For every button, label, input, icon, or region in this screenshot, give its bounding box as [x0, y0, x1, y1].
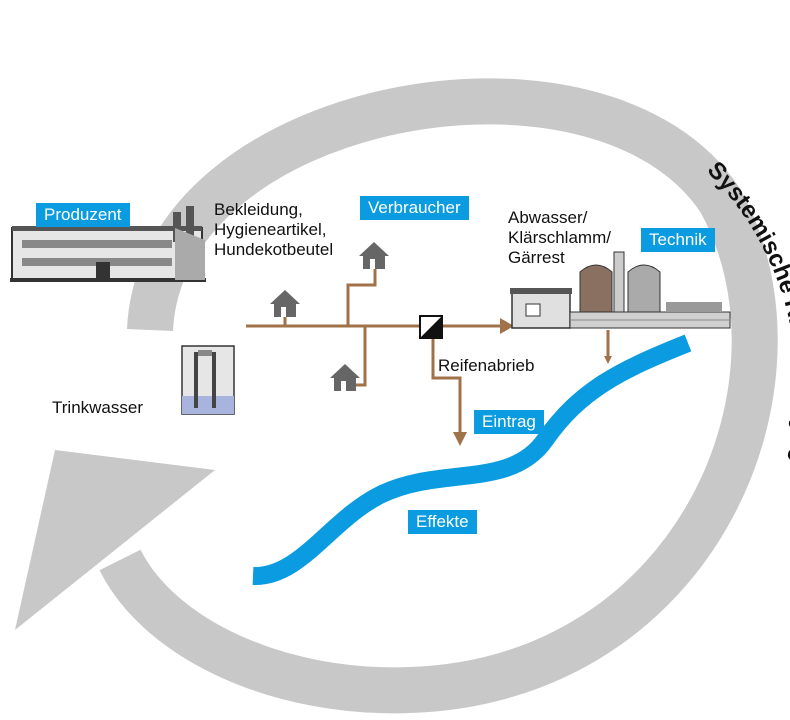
tag-technik: Technik: [641, 228, 715, 252]
treatment-plant-icon: [510, 251, 731, 329]
label-wastewater-line2: Klärschlamm/: [508, 228, 611, 247]
label-products-line2: Hygieneartikel,: [214, 220, 327, 239]
river: [252, 334, 692, 585]
well-icon: [181, 345, 235, 415]
tag-produzent: Produzent: [36, 203, 130, 227]
label-products-line1: Bekleidung,: [214, 200, 303, 219]
label-reifenabrieb: Reifenabrieb: [438, 356, 535, 375]
label-wastewater: Abwasser/ Klärschlamm/ Gärrest: [508, 208, 611, 268]
flow-network: [246, 268, 610, 432]
tag-effekte: Effekte: [408, 510, 477, 534]
label-products-line3: Hundekotbeutel: [214, 240, 334, 259]
house-icon: [359, 242, 389, 269]
factory-icon: [10, 206, 206, 282]
tag-eintrag: Eintrag: [474, 410, 544, 434]
tag-verbraucher: Verbraucher: [360, 196, 469, 220]
label-products: Bekleidung, Hygieneartikel, Hundekotbeut…: [214, 200, 333, 260]
house-icon: [270, 290, 300, 317]
flow-arrowhead-eintrag: [453, 432, 467, 446]
house-icon: [330, 364, 360, 391]
flow-arrowhead-main: [500, 318, 514, 334]
label-wastewater-line1: Abwasser/: [508, 208, 588, 227]
cycle-arrow: [15, 78, 778, 714]
filter-icon: [419, 315, 443, 339]
cycle-arrowhead: [15, 450, 215, 630]
label-wastewater-line3: Gärrest: [508, 248, 565, 267]
label-trinkwasser: Trinkwasser: [52, 398, 143, 417]
flow-arrowhead-technik: [604, 356, 612, 364]
